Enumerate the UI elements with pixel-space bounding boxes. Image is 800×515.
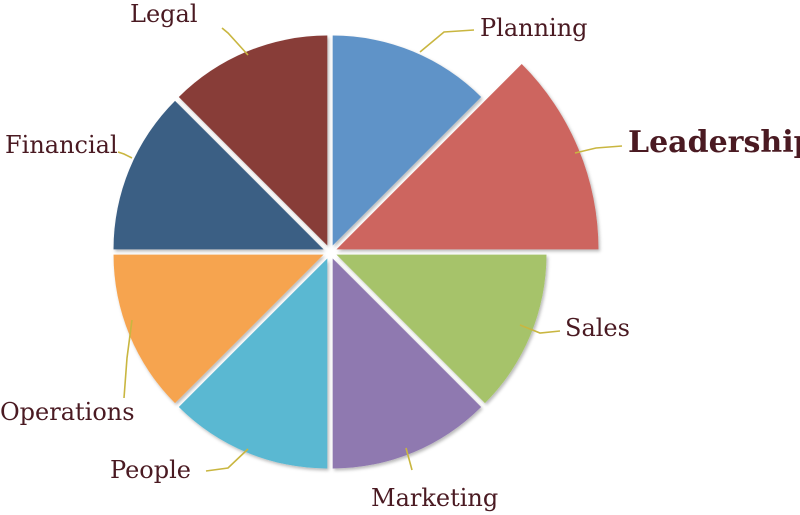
segment-people [178,258,328,469]
leader-line-legal [221,27,249,56]
segment-financial [113,100,324,250]
label-legal: Legal [130,0,198,28]
label-planning: Planning [480,14,588,42]
leader-line-operations [123,319,133,399]
segment-planning [332,35,482,246]
label-operations: Operations [0,398,135,426]
leader-line-sales [519,324,561,334]
segment-legal [178,35,328,246]
label-sales: Sales [565,314,630,342]
segment-marketing [332,258,482,469]
label-leadership: Leadership [628,125,800,160]
segment-sales [336,254,547,404]
label-marketing: Marketing [371,484,498,512]
segment-operations [113,254,324,404]
label-people: People [110,456,191,484]
segment-leadership [336,64,599,250]
label-financial: Financial [5,131,118,159]
leader-line-financial [117,151,133,159]
leader-line-marketing [405,447,413,471]
leader-line-leadership [574,145,623,154]
leader-line-people [205,448,249,472]
leader-line-planning [419,29,475,53]
